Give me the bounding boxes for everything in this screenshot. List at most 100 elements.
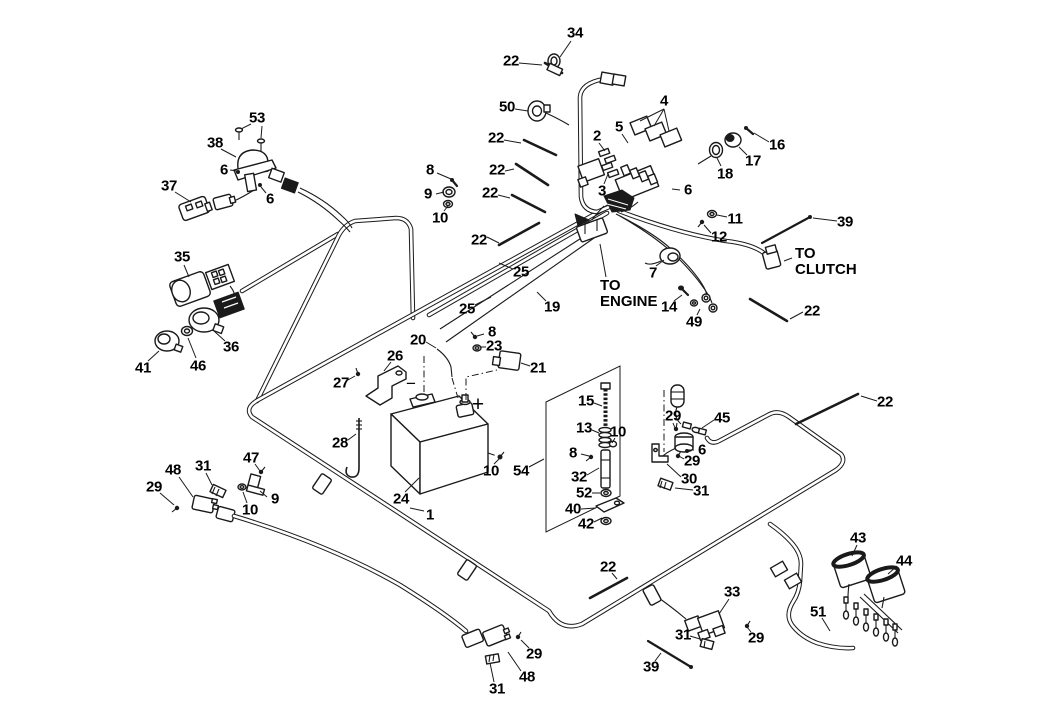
cable-ties-22 xyxy=(497,61,860,600)
part-callout-4: 4 xyxy=(659,92,669,110)
part-callout-44: 44 xyxy=(895,552,913,570)
leader-line xyxy=(716,214,728,218)
battery-positive-terminal xyxy=(455,394,475,418)
plug-37 xyxy=(178,195,213,222)
regulator-wires xyxy=(233,187,353,233)
leader-line xyxy=(887,565,898,575)
wire-20 xyxy=(436,348,453,378)
leader-line xyxy=(520,362,531,367)
inline-connectors-51 xyxy=(769,560,803,590)
leader-line xyxy=(220,148,237,158)
leader-line xyxy=(518,62,543,66)
leader-line xyxy=(674,487,694,491)
leader-line xyxy=(507,651,522,672)
part-callout-12: 12 xyxy=(710,228,728,246)
bolt-14-washer-49 xyxy=(678,285,699,307)
harness-top-connector xyxy=(599,71,627,87)
part-callout-31: 31 xyxy=(194,457,212,475)
part-callout-22: 22 xyxy=(481,184,499,202)
hardware-column-15-42 xyxy=(585,382,625,526)
part-callout-22: 22 xyxy=(487,129,505,147)
part-callout-6: 6 xyxy=(265,190,275,208)
part-callout-22: 22 xyxy=(470,231,488,249)
to-engine-connector xyxy=(574,213,609,243)
part-callout-22: 22 xyxy=(803,302,821,320)
spade-terminals-3 xyxy=(600,161,620,179)
leader-line xyxy=(851,544,858,557)
screws-53 xyxy=(234,127,266,151)
leader-line xyxy=(528,458,545,468)
leader-line xyxy=(536,291,547,302)
part-callout-22: 22 xyxy=(488,161,506,179)
leader-line xyxy=(860,395,878,402)
leader-line xyxy=(409,507,425,512)
leader-line xyxy=(611,437,616,444)
leader-line xyxy=(159,492,175,506)
part-callout-8: 8 xyxy=(568,444,578,462)
part-callout-9: 9 xyxy=(270,490,280,508)
part-callout-21: 21 xyxy=(529,359,547,377)
part-callout-10: 10 xyxy=(482,462,500,480)
wire-20-centerline xyxy=(451,377,459,399)
part-callout-54: 54 xyxy=(512,462,530,480)
part-callout-37: 37 xyxy=(160,177,178,195)
leader-line xyxy=(689,635,701,640)
leader-line xyxy=(347,433,357,441)
leader-line xyxy=(147,350,160,362)
leader-line xyxy=(259,490,268,498)
leader-line xyxy=(425,341,437,349)
part-callout-10: 10 xyxy=(431,209,449,227)
part-callout-15: 15 xyxy=(577,392,595,410)
part-callout-31: 31 xyxy=(692,482,710,500)
leader-line xyxy=(738,146,748,156)
plug-38-mate xyxy=(212,193,237,211)
part-callout-28: 28 xyxy=(331,434,349,452)
leader-line xyxy=(655,259,665,267)
leader-line xyxy=(666,463,682,478)
leader-line xyxy=(183,264,190,278)
nut-46 xyxy=(180,325,194,337)
leader-line xyxy=(443,205,449,212)
leader-line xyxy=(240,123,252,130)
connector-block-35 xyxy=(204,263,245,319)
spade-terminals-2 xyxy=(597,147,617,165)
part-callout-42: 42 xyxy=(577,515,595,533)
part-callout-6: 6 xyxy=(219,161,229,179)
gauge-44 xyxy=(865,565,906,604)
kit-boundary-54 xyxy=(545,365,621,533)
leader-line xyxy=(489,662,495,683)
part-callout-7: 7 xyxy=(648,264,658,282)
screw-8-washer-23 xyxy=(470,331,482,352)
leader-line xyxy=(559,40,572,58)
part-callout-31: 31 xyxy=(488,680,506,698)
solenoid-45 xyxy=(660,432,694,459)
part-callout-25: 25 xyxy=(512,263,530,281)
part-callout-51: 51 xyxy=(809,603,827,621)
leader-line xyxy=(599,243,607,278)
leader-line xyxy=(493,458,500,465)
part-callout-41: 41 xyxy=(134,359,152,377)
leader-line xyxy=(504,168,515,172)
part-callout-52: 52 xyxy=(575,484,593,502)
part-callout-32: 32 xyxy=(570,468,588,486)
leader-line xyxy=(753,132,770,143)
screw-10-centerline xyxy=(487,452,498,457)
part-callout-5: 5 xyxy=(614,118,624,136)
gauge-43 xyxy=(831,550,872,589)
part-callout-30: 30 xyxy=(680,470,698,488)
leader-line xyxy=(514,108,529,112)
relays-4 xyxy=(629,115,683,148)
fuse-holder-45 xyxy=(670,384,708,436)
leader-line xyxy=(486,236,500,244)
leader-line xyxy=(611,572,618,580)
leader-line xyxy=(673,294,683,302)
part-callout-38: 38 xyxy=(206,134,224,152)
battery-negative-sign: − xyxy=(406,374,416,393)
leader-line xyxy=(520,639,530,649)
fasteners-11-12 xyxy=(697,209,718,228)
part-callout-2: 2 xyxy=(592,127,602,145)
harness-branch-switch-connector xyxy=(239,231,341,294)
leader-line xyxy=(229,169,238,172)
leader-line xyxy=(178,476,194,498)
